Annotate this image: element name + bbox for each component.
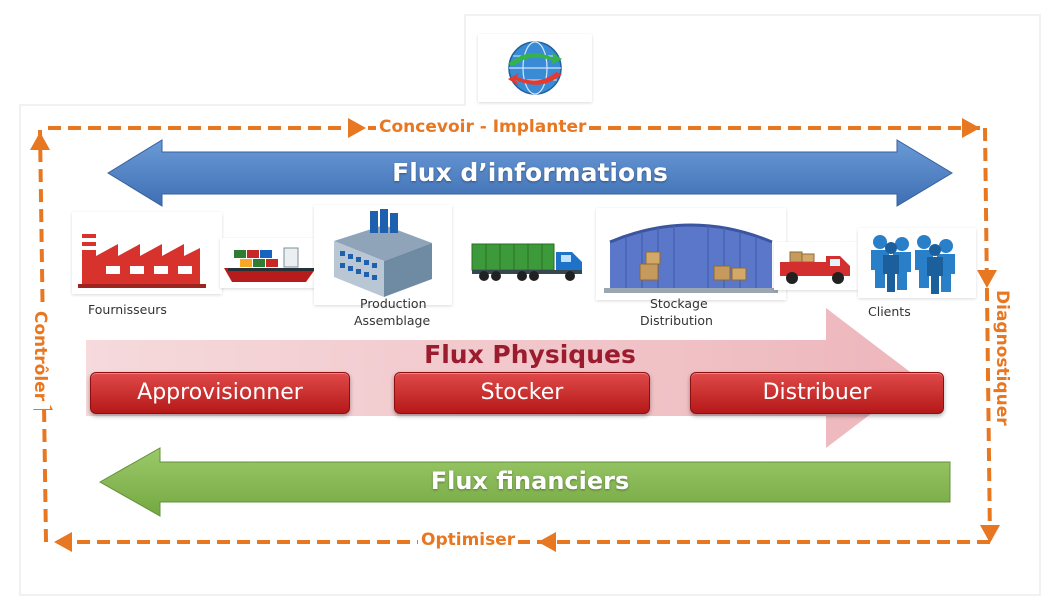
cycle-arrowhead-top-mid [348,118,366,138]
caption-storage-line1: Stockage [650,296,708,311]
production-building-icon [334,209,432,297]
ship-icon-box [220,238,320,288]
cycle-arrowhead-left-top [30,132,50,150]
approvisionner-button[interactable]: Approvisionner [90,372,350,414]
globe-icon [508,41,562,95]
caption-storage-line2: Distribution [640,313,713,328]
financial-flow-arrow [98,447,951,517]
information-flow-label: Flux d’informations [392,158,668,187]
caption-clients: Clients [868,304,911,319]
production-icon-box [314,205,452,305]
caption-production-line1: Production [360,296,427,311]
cycle-label-bottom: Optimiser [418,530,519,550]
caption-suppliers: Fournisseurs [88,302,167,317]
van-icon-box [774,242,858,290]
cycle-arrowhead-bottom-mid [538,532,556,552]
cycle-right-line [983,127,992,541]
cycle-arrowhead-bottom-left [54,532,72,552]
warehouse-icon [604,223,778,293]
truck-icon-box [466,236,590,286]
clients-icon [871,235,955,294]
globe-icon-box [478,34,592,102]
cycle-label-top: Concevoir - Implanter [376,117,590,137]
cycle-arrowhead-top-right [962,118,980,138]
stocker-button[interactable]: Stocker [394,372,650,414]
cycle-label-left: Contrôler [30,303,50,409]
truck-icon [471,243,582,281]
financial-flow-label: Flux financiers [430,467,630,495]
factory-icon [78,234,206,288]
caption-production-line2: Assemblage [354,313,431,328]
delivery-van-icon [780,251,850,284]
cargo-ship-icon [224,247,316,282]
distribuer-button[interactable]: Distribuer [690,372,944,414]
clients-icon-box [858,228,976,298]
cycle-label-right: Diagnostiquer [992,287,1012,426]
factory-icon-box [72,212,222,294]
cycle-arrowhead-right-bottom [980,525,1000,543]
information-flow-arrow [107,139,953,207]
warehouse-icon-box [596,208,786,300]
physical-flow-label: Flux Physiques [424,340,636,369]
cycle-arrowhead-right-mid [977,270,997,288]
